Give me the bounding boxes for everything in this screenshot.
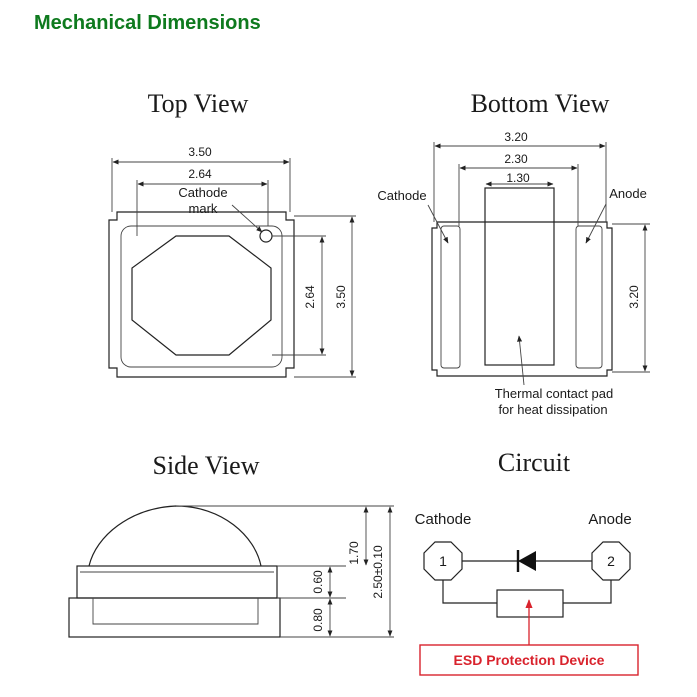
dim-inner-height: 2.64 — [303, 285, 317, 309]
cathode-leader — [427, 204, 449, 244]
circuit-anode-label: Anode — [588, 511, 631, 528]
dim-dome: 1.70 — [347, 541, 361, 565]
dim-base: 0.80 — [311, 608, 325, 632]
side-base — [68, 597, 281, 638]
esd-label: ESD Protection Device — [454, 652, 605, 668]
cathode-pad — [440, 225, 461, 369]
top-view-package-outline — [108, 211, 295, 378]
side-mid-body — [76, 565, 278, 599]
bottom-view: Bottom View 3.20 2.30 1.30 3.20 Cathode … — [377, 89, 650, 417]
thermal-pad — [484, 187, 555, 366]
dim-total: 2.50±0.10 — [371, 545, 385, 599]
thermal-pad-label-line2: for heat dissipation — [498, 402, 607, 417]
top-view: Top View Cathode mark 3.50 2.64 2.64 3.5… — [108, 89, 356, 378]
bottom-view-title: Bottom View — [471, 89, 610, 118]
node-2-terminal — [591, 541, 631, 581]
thermal-pad-label-line1: Thermal contact pad — [495, 386, 614, 401]
dim-width-2: 2.30 — [504, 152, 528, 166]
dim-outer-height: 3.50 — [334, 285, 348, 309]
bottom-anode-label: Anode — [609, 186, 647, 201]
circuit-cathode-label: Cathode — [415, 511, 472, 528]
circuit-title: Circuit — [498, 448, 571, 477]
bottom-cathode-label: Cathode — [377, 188, 426, 203]
dim-width-1: 3.20 — [504, 130, 528, 144]
node-1-terminal — [423, 541, 463, 581]
esd-device — [496, 589, 564, 618]
diode-triangle — [518, 551, 536, 571]
esd-wire-left — [442, 580, 497, 604]
esd-wire-right — [563, 580, 612, 604]
side-base-recess — [92, 598, 259, 625]
side-view: Side View 1.70 2.50±0.10 0.60 0.80 — [68, 451, 394, 638]
page-title: Mechanical Dimensions — [34, 12, 261, 34]
cathode-mark-label-line1: Cathode — [178, 185, 227, 200]
node-1-label: 1 — [439, 553, 447, 569]
dim-mid: 0.60 — [311, 570, 325, 594]
anode-leader — [585, 203, 607, 244]
dim-height: 3.20 — [627, 285, 641, 309]
circuit: Circuit Cathode Anode 1 2 ESD Protection… — [415, 448, 639, 676]
node-2-label: 2 — [607, 553, 615, 569]
cathode-mark-label-line2: mark — [189, 201, 218, 216]
bottom-view-package-outline — [431, 221, 613, 377]
side-view-title: Side View — [152, 451, 259, 480]
lens-dome — [88, 505, 262, 567]
dim-width-3: 1.30 — [506, 171, 530, 185]
top-view-title: Top View — [148, 89, 249, 118]
cathode-mark-leader — [231, 204, 263, 233]
thermal-pad-leader — [517, 335, 525, 386]
top-view-inner-frame — [120, 225, 283, 368]
esd-label-box — [419, 644, 639, 676]
anode-pad — [575, 225, 603, 369]
top-view-octagon-cavity — [131, 235, 272, 356]
dim-inner-width: 2.64 — [188, 167, 212, 181]
dim-outer-width: 3.50 — [188, 145, 212, 159]
